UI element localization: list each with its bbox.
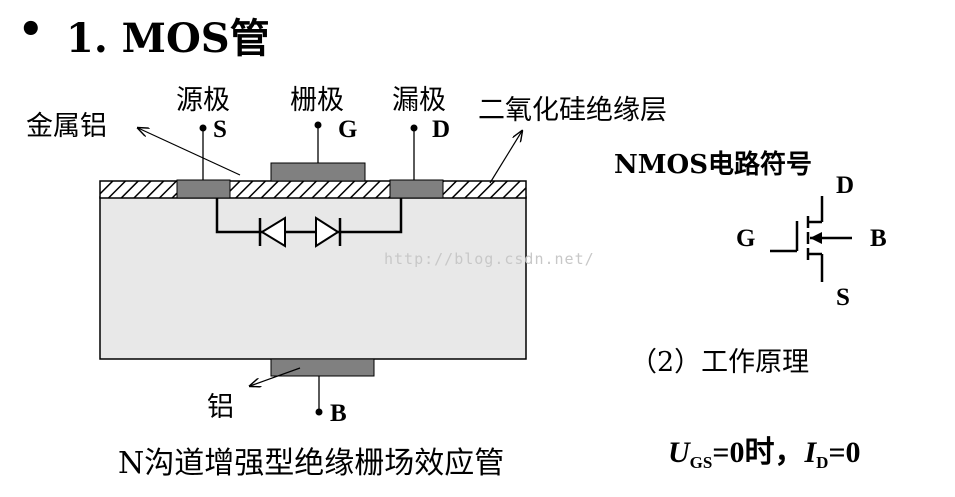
al-bottom-label: 铝 bbox=[207, 392, 234, 423]
gate-dot bbox=[314, 121, 322, 129]
diagram-caption: N沟道增强型绝缘栅场效应管 bbox=[118, 446, 505, 481]
terminal-d: D bbox=[432, 116, 451, 143]
nmos-s: S bbox=[836, 284, 850, 311]
formula-u: U bbox=[668, 436, 690, 469]
title-bullet: • bbox=[18, 6, 44, 53]
gate-electrode bbox=[270, 162, 366, 182]
nmos-d: D bbox=[836, 172, 855, 199]
source-label: 源极 bbox=[176, 85, 230, 116]
formula-u-sub: GS bbox=[689, 453, 713, 472]
p-substrate bbox=[99, 196, 527, 360]
nmos-title: NMOS电路符号 bbox=[614, 144, 812, 181]
formula-u-rest: =0时， bbox=[712, 436, 805, 469]
source-dot bbox=[199, 124, 207, 132]
metal-al-pointer bbox=[138, 128, 241, 176]
watermark: http://blog.csdn.net/ bbox=[384, 250, 595, 268]
formula-i-rest: =0 bbox=[828, 436, 861, 469]
back-to-back-diodes bbox=[215, 198, 403, 234]
body-electrode bbox=[270, 358, 375, 377]
oxide-label: 二氧化硅绝缘层 bbox=[478, 95, 667, 126]
diode-right bbox=[315, 216, 342, 248]
metal-al-label: 金属铝 bbox=[26, 111, 107, 142]
oxide-pointer bbox=[489, 131, 522, 184]
nmos-title-text: NMOS电路符号 bbox=[614, 150, 812, 180]
diode-left bbox=[258, 216, 286, 248]
nmos-symbol bbox=[770, 196, 852, 282]
work-principle-heading: （2）工作原理 bbox=[630, 347, 810, 378]
formula: UGS=0时，ID=0 bbox=[668, 427, 861, 473]
oxide-layer bbox=[99, 180, 527, 199]
source-electrode bbox=[176, 179, 231, 199]
terminal-s: S bbox=[213, 116, 227, 143]
formula-i-sub: D bbox=[816, 453, 829, 472]
nmos-g: G bbox=[736, 225, 756, 252]
al-bottom-pointer bbox=[250, 367, 301, 386]
terminal-b: B bbox=[330, 400, 347, 427]
nmos-body-arrow bbox=[810, 232, 822, 244]
terminal-g: G bbox=[338, 116, 358, 143]
drain-dot bbox=[410, 124, 418, 132]
page-title: 1. MOS管 bbox=[66, 15, 270, 62]
body-dot bbox=[315, 408, 323, 416]
drain-label: 漏极 bbox=[392, 85, 446, 116]
nmos-b: B bbox=[870, 225, 887, 252]
formula-i: I bbox=[804, 436, 817, 469]
drain-electrode bbox=[389, 179, 444, 199]
gate-label: 栅极 bbox=[290, 85, 344, 116]
